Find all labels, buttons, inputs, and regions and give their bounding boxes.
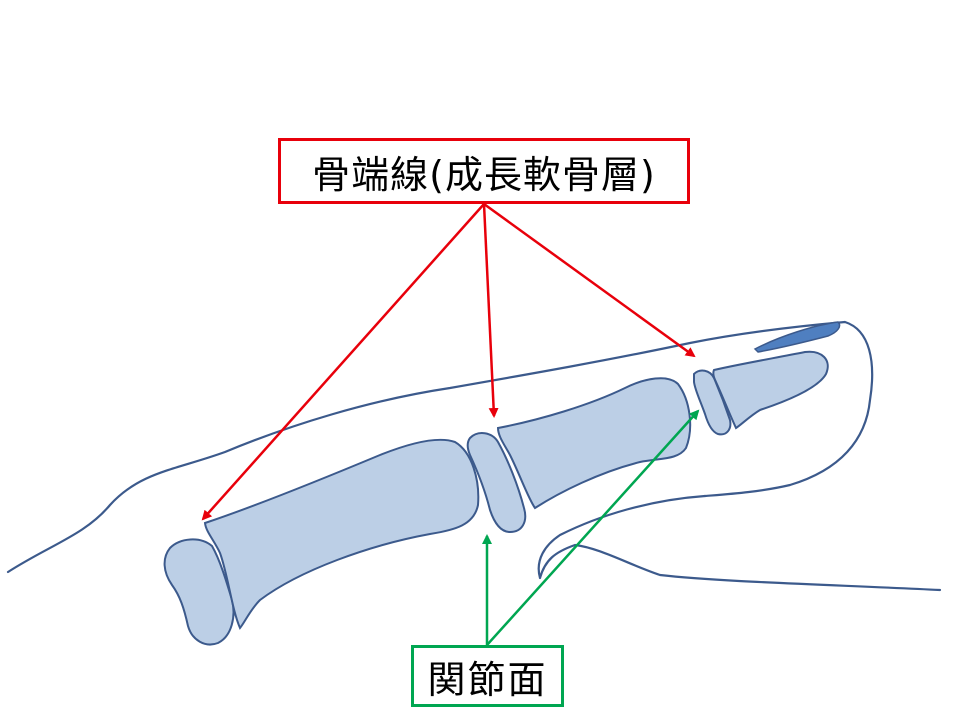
epiphyseal-arrow-2 <box>482 203 499 418</box>
metacarpal-head <box>163 538 235 646</box>
epiphyseal-arrow-1 <box>201 203 485 521</box>
joint-arrow-2 <box>486 409 700 646</box>
proximal-phalanx <box>203 438 480 630</box>
epiphyseal-arrow-3 <box>483 202 696 358</box>
distal-phalanx <box>712 350 829 430</box>
finger-outline-top <box>6 320 874 574</box>
middle-phalanx-epiphysis <box>466 432 527 534</box>
articular-surface-label: 関節面 <box>411 645 564 707</box>
epiphyseal-line-label: 骨端線(成長軟骨層) <box>278 138 690 204</box>
finger-outline-bottom <box>537 494 942 592</box>
fingernail <box>753 321 841 353</box>
middle-phalanx <box>496 377 692 510</box>
